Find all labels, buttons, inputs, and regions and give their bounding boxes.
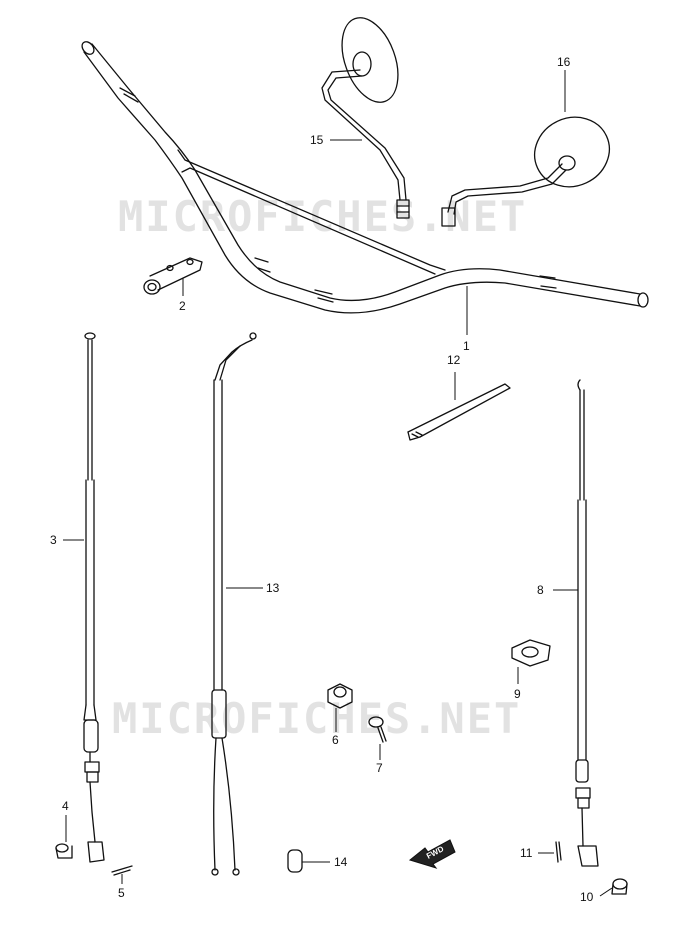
handlebar (81, 41, 649, 314)
leader-lines (63, 70, 613, 897)
clamp (143, 257, 203, 295)
cable-end-10 (611, 878, 628, 895)
cotter-pin-5 (111, 865, 133, 876)
cable-end-4 (55, 843, 73, 859)
cap-14 (287, 849, 303, 873)
screw-7 (368, 716, 387, 743)
callout-15: 15 (310, 133, 324, 147)
callout-5: 5 (118, 886, 125, 900)
throttle-cable (211, 332, 257, 876)
cable-guide-6 (327, 683, 353, 709)
callout-1: 1 (463, 339, 470, 353)
watermark-top: MICROFICHES.NET (118, 192, 528, 241)
callout-8: 8 (537, 583, 544, 597)
callout-10: 10 (580, 890, 594, 904)
pin-11 (555, 841, 562, 863)
callout-2: 2 (179, 299, 186, 313)
mirror-left (321, 17, 410, 219)
mirror-right (441, 116, 610, 227)
callout-6: 6 (332, 733, 339, 747)
callout-9: 9 (514, 687, 521, 701)
callout-4: 4 (62, 799, 69, 813)
cable-left (83, 332, 105, 863)
callout-16: 16 (557, 55, 571, 69)
callout-13: 13 (266, 581, 280, 595)
cable-tie (407, 383, 511, 441)
callout-3: 3 (50, 533, 57, 547)
callout-12: 12 (447, 353, 461, 367)
forward-arrow (408, 839, 456, 869)
cable-guide-9 (511, 639, 551, 667)
cable-right (575, 379, 599, 867)
callout-14: 14 (334, 855, 348, 869)
callout-7: 7 (376, 761, 383, 775)
watermark-bottom: MICROFICHES.NET (112, 694, 522, 743)
callout-11: 11 (520, 846, 533, 860)
